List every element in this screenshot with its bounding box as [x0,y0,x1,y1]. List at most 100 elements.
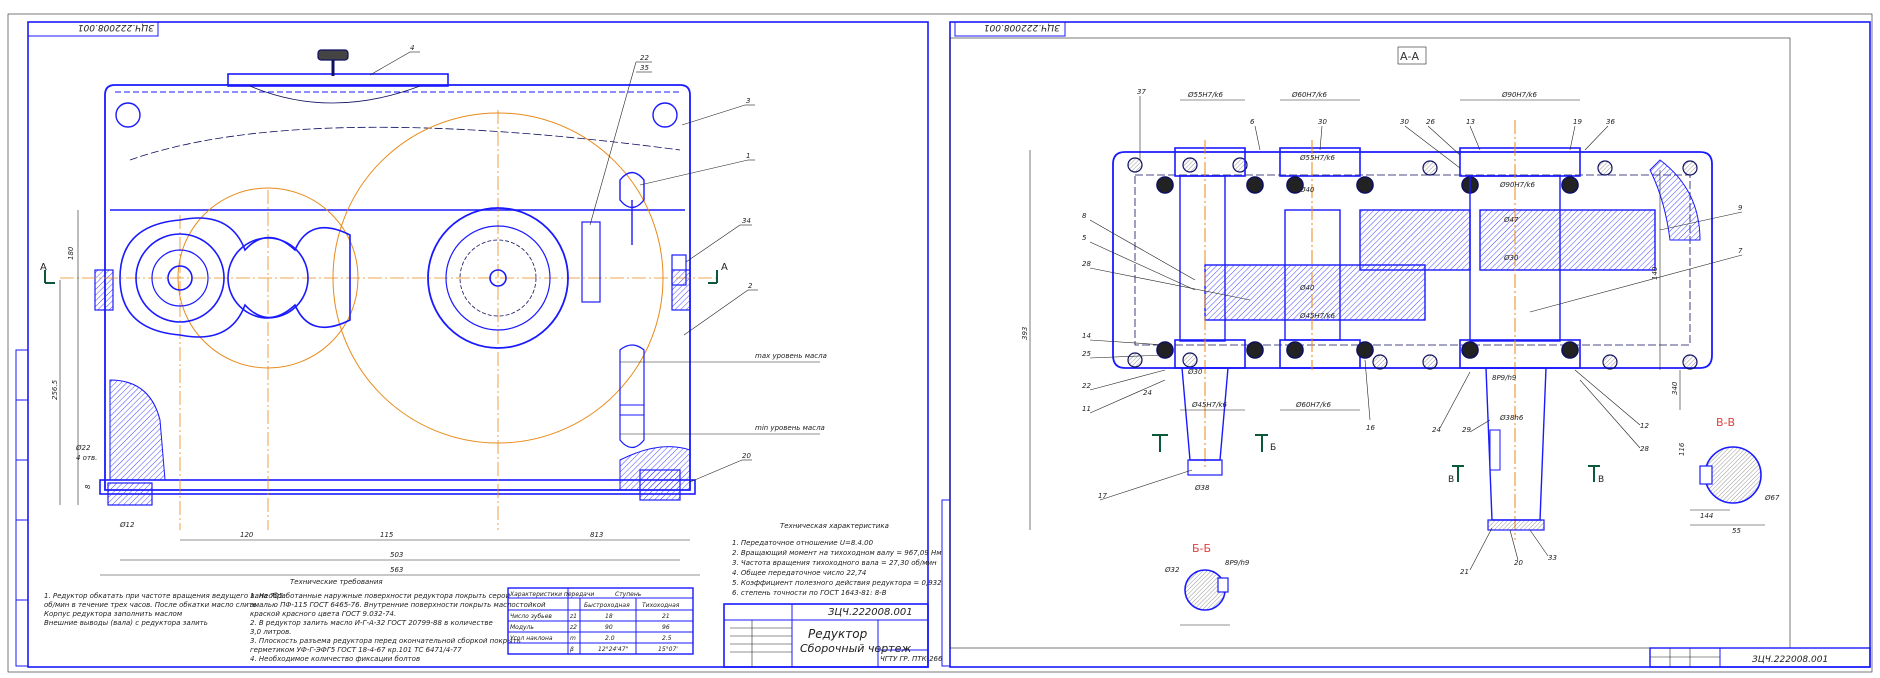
svg-text:34: 34 [742,217,751,225]
breather-cap-icon [317,49,349,61]
svg-text:Ø30: Ø30 [1187,368,1203,376]
sheet-2-leaders: 37 8 5 28 14 25 22 11 17 6 30 30 26 13 1… [1082,88,1743,576]
svg-text:Технические требования: Технические требования [290,578,383,586]
svg-text:8Р9/h9: 8Р9/h9 [1225,559,1250,567]
section-aa-shafts [1179,120,1656,540]
svg-text:Тихоходная: Тихоходная [642,602,680,609]
svg-text:24: 24 [1143,389,1152,397]
svg-text:2: 2 [748,282,753,290]
svg-text:Ø30: Ø30 [1503,254,1519,262]
sheet-1-leaders: 4 3 22 35 1 34 2 20 max уровень масла mi… [369,44,827,483]
svg-text:А: А [721,262,728,273]
svg-text:Ø22: Ø22 [75,444,91,452]
sheet-1: ЗЦЧ.222008.001 [15,21,943,668]
svg-text:30: 30 [1318,118,1327,126]
svg-text:8Р9/h9: 8Р9/h9 [1492,374,1517,382]
sheet-2: ЗЦЧ.222008.001 А-А [941,21,1871,668]
sheet-2-code-rotated: ЗЦЧ.222008.001 [984,22,1060,32]
svg-text:28: 28 [1640,445,1649,453]
svg-text:краской красного цвета ГОСТ 9.: краской красного цвета ГОСТ 9.032-74. [250,610,396,618]
svg-text:21: 21 [1460,568,1469,576]
svg-text:1: 1 [746,152,750,160]
svg-text:об/мин в течение трех часов. П: об/мин в течение трех часов. После обкат… [44,601,259,609]
svg-text:11: 11 [1082,405,1091,413]
svg-text:12: 12 [1640,422,1649,430]
svg-text:Ø60Н7/k6: Ø60Н7/k6 [1295,401,1332,409]
svg-text:4 отв.: 4 отв. [76,454,97,462]
svg-text:ЗЦЧ.222008.001: ЗЦЧ.222008.001 [1752,655,1828,665]
svg-text:4. Необходимое количество фикс: 4. Необходимое количество фиксации болто… [250,655,420,663]
svg-text:2. Вращающий момент на тихоход: 2. Вращающий момент на тихоходном валу =… [732,549,942,557]
svg-text:16: 16 [1366,424,1375,432]
section-aa-bearings [1156,147,1581,369]
svg-text:Быстроходная: Быстроходная [584,602,630,609]
svg-text:Ø12: Ø12 [119,521,135,529]
tech-characteristics: Техническая характеристика 1. Передаточн… [732,522,942,597]
svg-text:20: 20 [1514,559,1523,567]
svg-text:Характеристики передачи: Характеристики передачи [509,591,594,598]
svg-text:36: 36 [1606,118,1615,126]
svg-text:35: 35 [640,64,649,72]
svg-text:563: 563 [390,566,403,574]
svg-text:2. В редуктор залить масло И-Г: 2. В редуктор залить масло И-Г-А-32 ГОСТ… [250,619,493,627]
svg-text:max уровень масла: max уровень масла [755,352,827,360]
svg-text:26: 26 [1426,118,1435,126]
title-group: ЧГТУ ГР. ПТК-266 [880,655,943,663]
svg-text:Ступень: Ступень [615,591,642,598]
section-aa-title: А-А [1400,50,1419,63]
gear-pitch-circles [60,110,720,530]
svg-text:В: В [1598,475,1604,485]
svg-text:min уровень масла: min уровень масла [755,424,825,432]
sheet-1-frame [27,21,929,668]
svg-text:Угол наклона: Угол наклона [510,635,553,642]
svg-text:6: 6 [1250,118,1255,126]
section-aa-housing [1112,151,1713,370]
svg-text:β: β [570,646,574,653]
svg-text:Модуль: Модуль [510,624,534,631]
svg-text:144: 144 [1700,512,1713,520]
title-code: ЗЦЧ.222008.001 [828,607,913,618]
svg-text:256.5: 256.5 [51,379,59,400]
svg-text:Ø38: Ø38 [1194,484,1210,492]
svg-text:2.0: 2.0 [605,635,615,642]
svg-text:3. Плоскость разъема редуктора: 3. Плоскость разъема редуктора перед око… [250,637,521,645]
svg-text:19: 19 [1573,118,1582,126]
svg-text:28: 28 [1082,260,1091,268]
svg-text:22: 22 [640,54,649,62]
svg-text:Ø55Н7/k6: Ø55Н7/k6 [1299,154,1336,162]
svg-text:180: 180 [67,246,75,260]
svg-text:Ø45Н7/k6: Ø45Н7/k6 [1299,312,1336,320]
svg-text:4: 4 [410,44,414,52]
svg-text:Число зубьев: Число зубьев [510,613,552,620]
svg-text:18: 18 [605,613,613,620]
section-vv: В-В Ø67 144 55 116 [1678,416,1780,535]
svg-text:В: В [1448,475,1454,485]
svg-text:z2: z2 [569,624,577,631]
svg-text:90: 90 [605,624,613,631]
svg-text:Ø90Н7/k6: Ø90Н7/k6 [1501,91,1538,99]
svg-text:33: 33 [1548,554,1557,562]
sheet-2-title-block: ЗЦЧ.222008.001 [1649,647,1871,668]
svg-text:Ø45Н7/k6: Ø45Н7/k6 [1191,401,1228,409]
svg-text:В-В: В-В [1716,416,1735,429]
svg-text:Ø47: Ø47 [1503,216,1519,224]
section-bb: Б-Б Ø32 8Р9/h9 [1164,542,1250,626]
svg-text:20: 20 [742,452,751,460]
svg-text:Б-Б: Б-Б [1192,542,1211,555]
svg-text:120: 120 [240,531,254,539]
svg-text:1. Передаточное отношение U=: 1. Передаточное отношение U=8.4.00 [732,539,874,547]
svg-text:813: 813 [590,531,603,539]
housing-outline [94,49,696,506]
svg-text:12°24'47": 12°24'47" [598,646,629,653]
svg-text:Ø40: Ø40 [1299,284,1315,292]
svg-text:22: 22 [1082,382,1091,390]
title-name-1: Редуктор [808,627,868,641]
svg-text:1. Редуктор обкатать при часто: 1. Редуктор обкатать при частоте вращени… [44,592,284,600]
title-name-2: Сборочный чертеж [800,642,911,655]
svg-text:3: 3 [746,97,750,105]
sheet-1-title-block: ЗЦЧ.222008.001 Редуктор Сборочный чертеж… [723,603,943,668]
gear-data-table: Характеристики передачи Ступень Быстрохо… [507,587,694,655]
svg-text:Техническая характеристика: Техническая характеристика [780,522,889,530]
oil-gauge [581,171,687,449]
svg-text:Внешние выводы (вала) с редукт: Внешние выводы (вала) с редуктора залить [44,619,208,627]
